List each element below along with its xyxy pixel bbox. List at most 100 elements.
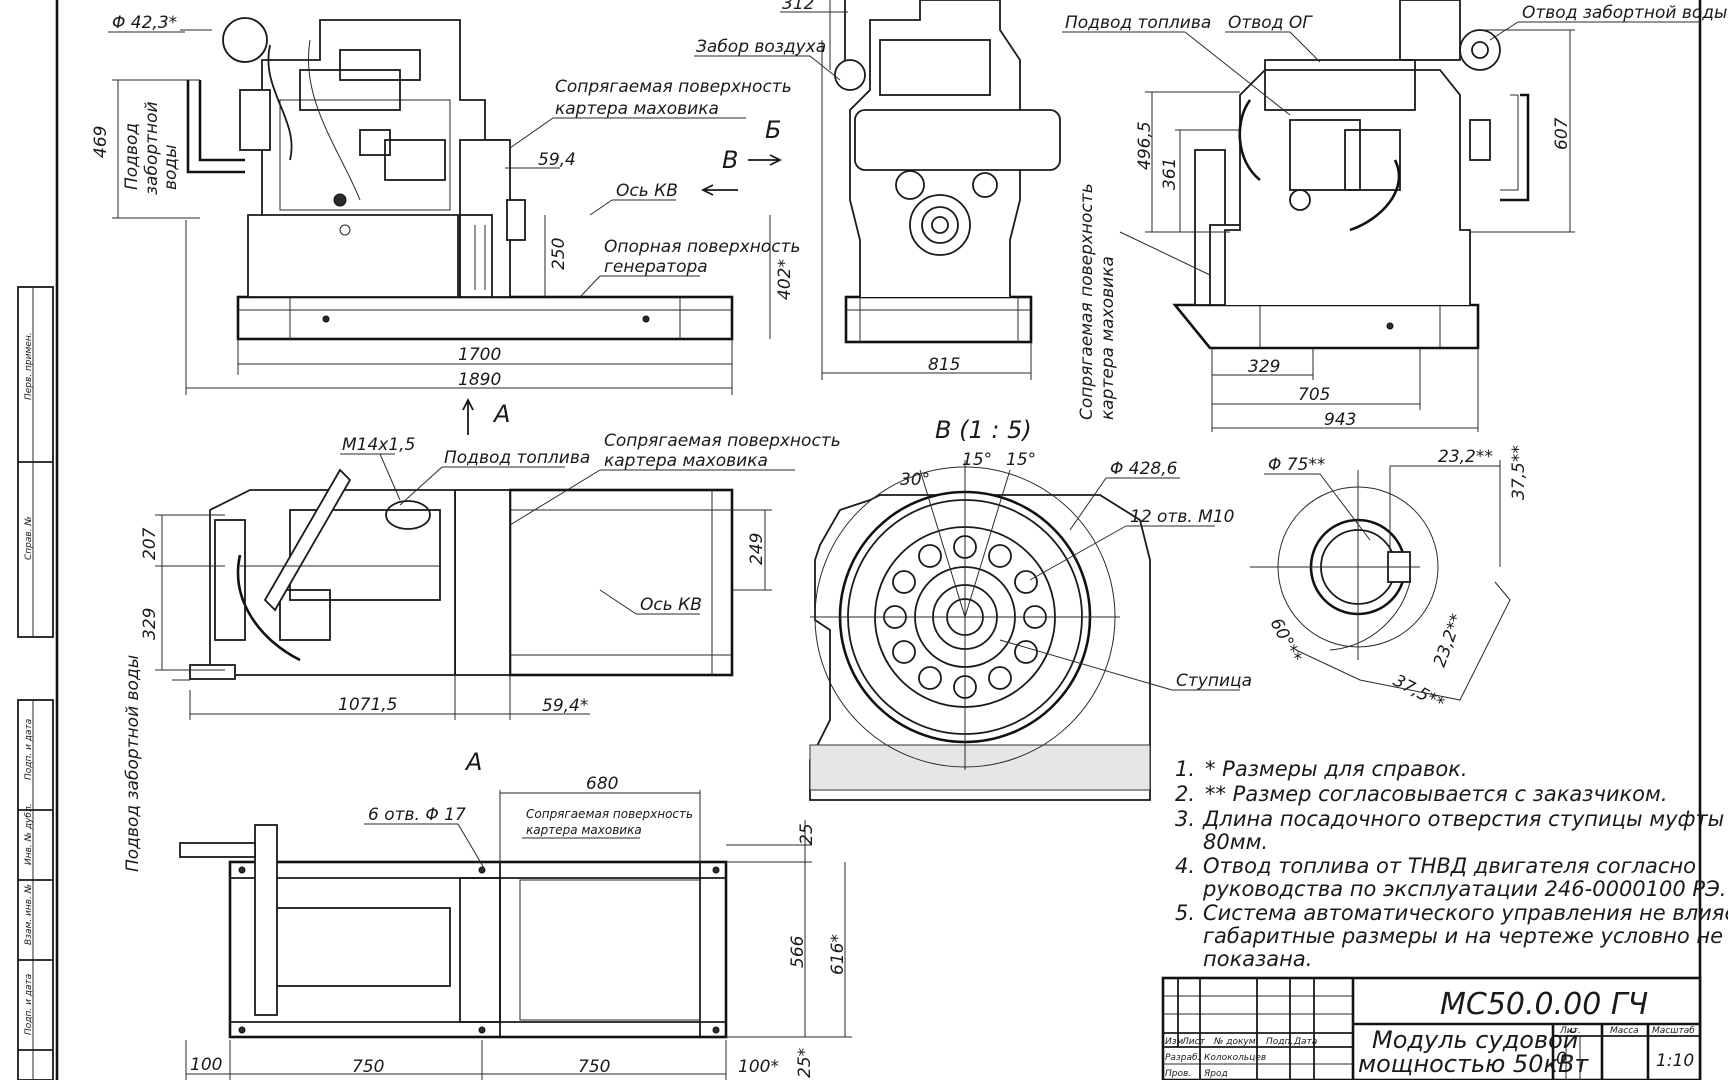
stamp-sprav: Справ. №	[24, 516, 34, 560]
dim-232b: 23,2**	[1430, 611, 1468, 669]
doc-name-2: мощностью 50кВт	[1358, 1050, 1589, 1078]
label-flywheel-surface-1: Сопрягаемая поверхность	[555, 77, 792, 97]
side-view: Φ 42,3* 469 Подвод забортной воды 59,4 С…	[91, 13, 800, 435]
dim-943: 943	[1324, 410, 1356, 430]
bottom-frame	[228, 860, 728, 1039]
note-4-line-2: руководства по эксплуатации 246-0000100 …	[1202, 877, 1726, 901]
label-seawater-in-1: Подвод	[122, 123, 142, 190]
dim-375: 37,5**	[1509, 445, 1529, 500]
title-block: МС50.0.00 ГЧ Модуль судовой мощностью 50…	[1161, 976, 1702, 1080]
dim-4965: 496,5	[1135, 121, 1155, 170]
col-dokum: № докум.	[1213, 1037, 1258, 1047]
col-masshtab: Масштаб	[1652, 1026, 1695, 1036]
dim-100b: 100*	[738, 1057, 779, 1077]
note-5-line-3: показана.	[1203, 947, 1312, 971]
dim-249: 249	[747, 533, 767, 565]
side-base-frame	[236, 295, 734, 341]
dim-361: 361	[1160, 158, 1180, 190]
view-marker-b: Б	[765, 116, 781, 144]
col-izm: Изм	[1165, 1037, 1184, 1047]
dim-680: 680	[586, 774, 618, 794]
note-1-num: 1.	[1175, 757, 1195, 781]
row-razrab-label: Разраб.	[1165, 1053, 1200, 1063]
view-v-title: В (1 : 5)	[935, 416, 1032, 444]
note-3-num: 3.	[1175, 807, 1195, 831]
dim-750b: 750	[578, 1057, 610, 1077]
label-flywheel-v-1: Сопрягаемая поверхность	[1077, 183, 1097, 420]
label-exhaust: Отвод ОГ	[1228, 13, 1313, 33]
row-prov-name: Ярод	[1203, 1069, 1228, 1079]
dim-232: 23,2**	[1438, 447, 1493, 467]
stamp-perv-primen: Перв. примен.	[24, 332, 34, 400]
stamp-podp-data-2: Подп. и дата	[24, 974, 34, 1035]
dim-25b: 25*	[795, 1048, 815, 1078]
rear-view: Подвод топлива Отвод ОГ Отвод забортной …	[1062, 0, 1727, 432]
label-seawater-out: Отвод забортной воды	[1522, 3, 1727, 23]
label-flywheel-v-2: картера маховика	[1098, 256, 1118, 420]
doc-code: МС50.0.00 ГЧ	[1440, 987, 1648, 1022]
col-list: Лист	[1181, 1037, 1206, 1047]
dim-375b: 37,5**	[1390, 671, 1448, 714]
label-seawater-in-3: воды	[161, 144, 181, 190]
label-holes-m10: 12 отв. M10	[1130, 507, 1234, 527]
label-top-crank-axis: Ось КВ	[640, 595, 702, 615]
col-massa: Масса	[1610, 1026, 1639, 1036]
note-2-line-1: ** Размер согласовывается с заказчиком.	[1205, 782, 1668, 806]
note-1-line-1: * Размеры для справок.	[1205, 757, 1468, 781]
label-holes-d17: 6 отв. Φ 17	[368, 805, 466, 825]
note-3-line-2: 80мм.	[1203, 830, 1268, 854]
dim-207: 207	[140, 527, 160, 560]
mass-lit-value: 0	[1556, 1049, 1567, 1069]
dim-329-top: 329	[140, 608, 160, 640]
label-gen-support-1: Опорная поверхность	[604, 237, 800, 257]
label-top-fuel: Подвод топлива	[444, 448, 590, 468]
label-top-flywheel-1: Сопрягаемая поверхность	[604, 431, 841, 451]
dim-750a: 750	[352, 1057, 384, 1077]
hub-detail: Φ 75** 23,2** 37,5** 60°** 23,2** 37,5**	[1250, 445, 1529, 714]
dim-329-rear: 329	[1248, 357, 1280, 377]
bottom-view-title: А	[464, 748, 482, 776]
notes-block: 1. * Размеры для справок. 2. ** Размер с…	[1175, 757, 1728, 971]
dim-616: 616*	[828, 934, 848, 975]
dim-815: 815	[928, 355, 960, 375]
dim-705: 705	[1298, 385, 1330, 405]
view-v-detail: В (1 : 5) 30° 15° 15° Φ 4	[809, 416, 1252, 801]
label-hub: Ступица	[1176, 671, 1252, 691]
dim-m14: M14x1,5	[342, 435, 415, 455]
label-air-intake: Забор воздуха	[696, 37, 826, 57]
front-view: 815 312 Забор воздуха	[694, 0, 1061, 380]
dim-594: 59,4	[538, 150, 576, 170]
col-podp: Подп.	[1266, 1037, 1293, 1047]
doc-name-1: Модуль судовой	[1372, 1026, 1578, 1054]
note-2-num: 2.	[1175, 782, 1195, 806]
dim-d75: Φ 75**	[1268, 455, 1325, 475]
col-data: Дата	[1293, 1037, 1317, 1047]
label-top-seawater-in: Подвод забортной воды	[123, 655, 143, 872]
stamp-podp-data-1: Подп. и дата	[24, 719, 34, 780]
note-5-num: 5.	[1175, 901, 1195, 925]
note-5-line-1: Система автоматического управления не вл…	[1203, 901, 1728, 925]
dim-60deg: 60°**	[1266, 615, 1306, 666]
bottom-view: А 680 6 отв. Φ 17 Сопрягаемая поверхност…	[179, 748, 852, 1080]
label-gen-support-2: генератора	[604, 257, 708, 277]
label-flywheel-surface-2: картера маховика	[555, 99, 719, 119]
label-crank-axis: Ось КВ	[616, 181, 678, 201]
row-prov-label: Пров.	[1165, 1069, 1191, 1079]
angle-15a: 15°	[962, 450, 992, 470]
dim-1700: 1700	[458, 345, 501, 365]
col-lit: Лит.	[1559, 1026, 1581, 1036]
stamp-vzam-inv: Взам. инв. №	[24, 884, 34, 945]
dim-d423: Φ 42,3*	[112, 13, 177, 33]
dim-312: 312	[782, 0, 814, 14]
dim-d4286: Φ 428,6	[1110, 459, 1178, 479]
angle-15b: 15°	[1006, 450, 1036, 470]
dim-100: 100	[190, 1055, 222, 1075]
note-3-line-1: Длина посадочного отверстия ступицы муфт…	[1202, 807, 1728, 831]
angle-30: 30°	[900, 470, 930, 490]
dim-10715: 1071,5	[338, 695, 397, 715]
row-razrab-name: Колокольцев	[1204, 1053, 1266, 1063]
top-generator	[508, 488, 734, 677]
label-top-flywheel-2: картера маховика	[604, 451, 768, 471]
